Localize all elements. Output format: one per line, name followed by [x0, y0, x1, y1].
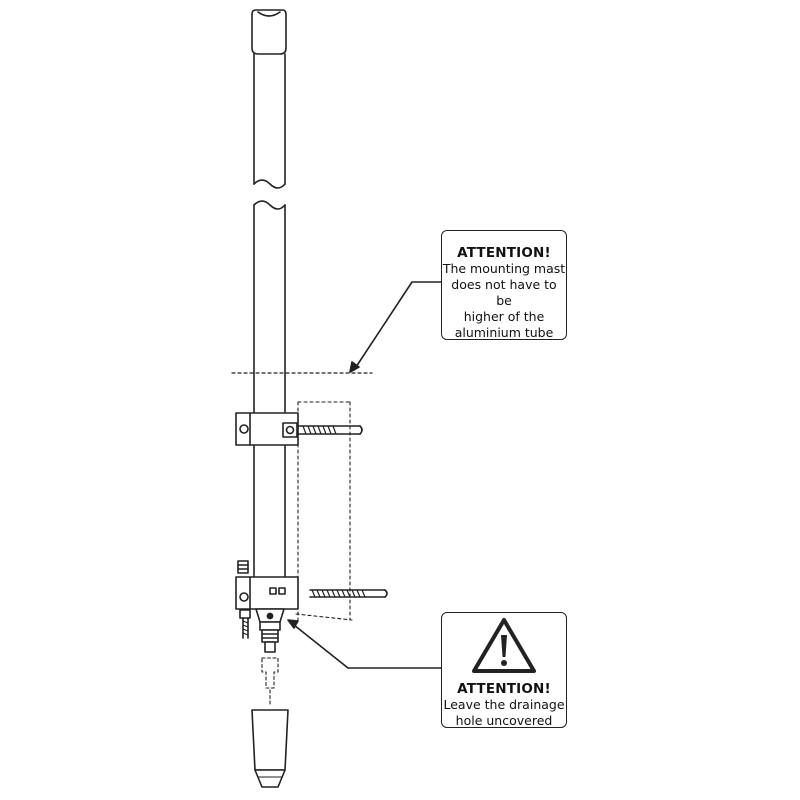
cable-boot [251, 709, 289, 788]
drainage-attention-heading: ATTENTION! [457, 681, 551, 697]
lower-clamp [235, 560, 388, 610]
mast-attention-line-1: The mounting mast [442, 261, 566, 276]
cable-connector [261, 657, 279, 707]
antenna-upper-section [253, 53, 286, 189]
drainage-attention-line-1: Leave the drainage [443, 697, 565, 712]
drainage-attention-line-2: hole uncovered [455, 713, 553, 728]
mast-attention-line-2: does not have to be [451, 277, 557, 308]
mast-attention-leader [349, 281, 442, 373]
mounting-bolt [239, 609, 251, 639]
drainage-hole [266, 612, 274, 620]
mast-attention-line-4: aluminium tube [454, 325, 554, 340]
mast-attention-heading: ATTENTION! [457, 245, 551, 261]
upper-clamp [235, 412, 363, 446]
warning-triangle-icon [472, 618, 536, 673]
mast-attention-line-3: higher of the [463, 309, 545, 324]
antenna-lower-section [253, 200, 286, 373]
drainage-attention-leader [287, 619, 442, 669]
aluminium-tube [253, 372, 286, 589]
antenna-base [255, 608, 285, 653]
antenna-top-cap [251, 9, 287, 55]
drainage-attention-callout: ATTENTION! Leave the drainage hole uncov… [441, 612, 567, 728]
mast-attention-callout: ATTENTION! The mounting mast does not ha… [441, 230, 567, 340]
